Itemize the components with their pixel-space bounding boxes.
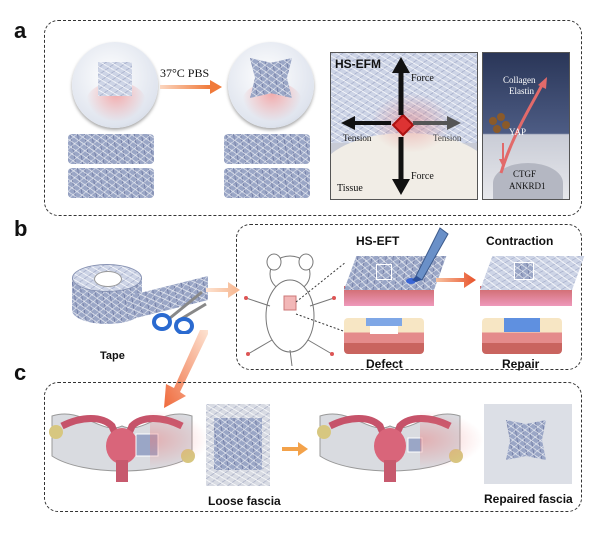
defect-section (344, 318, 424, 354)
micrograph-after-2 (224, 168, 310, 198)
repair-label: Repair (502, 357, 540, 371)
yap-label: YAP (509, 127, 527, 137)
panel-c-frame (44, 382, 582, 512)
contraction-label: Contraction (486, 234, 554, 248)
ankrd1-label: ANKRD1 (509, 181, 546, 191)
mesh-square (98, 62, 132, 96)
zoom-lines (295, 261, 347, 333)
defect-label: Defect (366, 357, 403, 371)
force-bottom-label: Force (411, 171, 434, 182)
elastin-label: Elastin (509, 86, 534, 96)
loose-fascia-label: Loose fascia (208, 494, 281, 508)
tape-roll (72, 264, 208, 328)
force-arrows (341, 57, 461, 195)
glow-right (420, 410, 484, 470)
pipette-icon (412, 227, 449, 282)
tissue-label: Tissue (337, 183, 363, 194)
pelvic-illustration-right (317, 413, 463, 482)
arrow-to-rat (206, 282, 240, 298)
micrograph-before-2 (68, 168, 154, 198)
petri-dish-before (72, 42, 158, 128)
arrow-to-c (164, 330, 208, 408)
gel-dot (406, 278, 416, 284)
block-side (480, 286, 572, 306)
repaired-fascia-label: Repaired fascia (484, 492, 573, 506)
arrow-contraction (436, 272, 476, 288)
mesh-square-contracted (250, 58, 292, 98)
condition-label: 37°C PBS (160, 66, 210, 80)
force-top-label: Force (411, 73, 434, 84)
arrow-c (282, 442, 308, 456)
tape-core (94, 271, 122, 287)
repaired-fascia-image (484, 404, 572, 484)
ctgf-label: CTGF (513, 169, 537, 179)
loose-fascia-image (206, 404, 270, 486)
collagen-label: Collagen (503, 75, 536, 85)
contracted-block (480, 256, 585, 312)
micrograph-before-1 (68, 134, 154, 164)
panel-b-frame (236, 224, 582, 370)
panel-label-a: a (14, 18, 27, 43)
rat-sketch (244, 253, 336, 366)
tape-label: Tape (100, 350, 125, 362)
implant-square (376, 264, 392, 280)
tension-left-label: Tension (343, 133, 372, 143)
repaired-patch (506, 420, 546, 460)
efm-title: HS-EFM (335, 57, 381, 71)
contracted-square (514, 262, 534, 280)
signaling-schematic: Collagen Elastin YAP CTGF ANKRD1 (482, 52, 570, 200)
micrograph-after-1 (224, 134, 310, 164)
signal-arrows (489, 77, 547, 174)
defect-notch (370, 326, 398, 334)
petri-dish-after (228, 42, 314, 128)
panel-label-c: c (14, 360, 27, 385)
process-arrow-a (160, 80, 222, 94)
defect-gap (366, 318, 402, 326)
eft-block (344, 256, 447, 312)
repair-patch (504, 318, 540, 332)
pelvic-illustration-left (49, 413, 195, 482)
panel-a-frame (44, 20, 582, 216)
glow-left (150, 410, 210, 470)
eft-title: HS-EFT (356, 234, 400, 248)
nucleus (493, 163, 563, 199)
block-side (344, 286, 434, 306)
scissors-icon (152, 290, 207, 334)
efm-schematic: HS-EFM Force Tension Tension Force Tissu… (330, 52, 478, 200)
mesh-patch (214, 418, 262, 470)
panel-label-b: b (14, 216, 28, 241)
repair-section (482, 318, 562, 354)
tension-right-label: Tension (433, 133, 462, 143)
